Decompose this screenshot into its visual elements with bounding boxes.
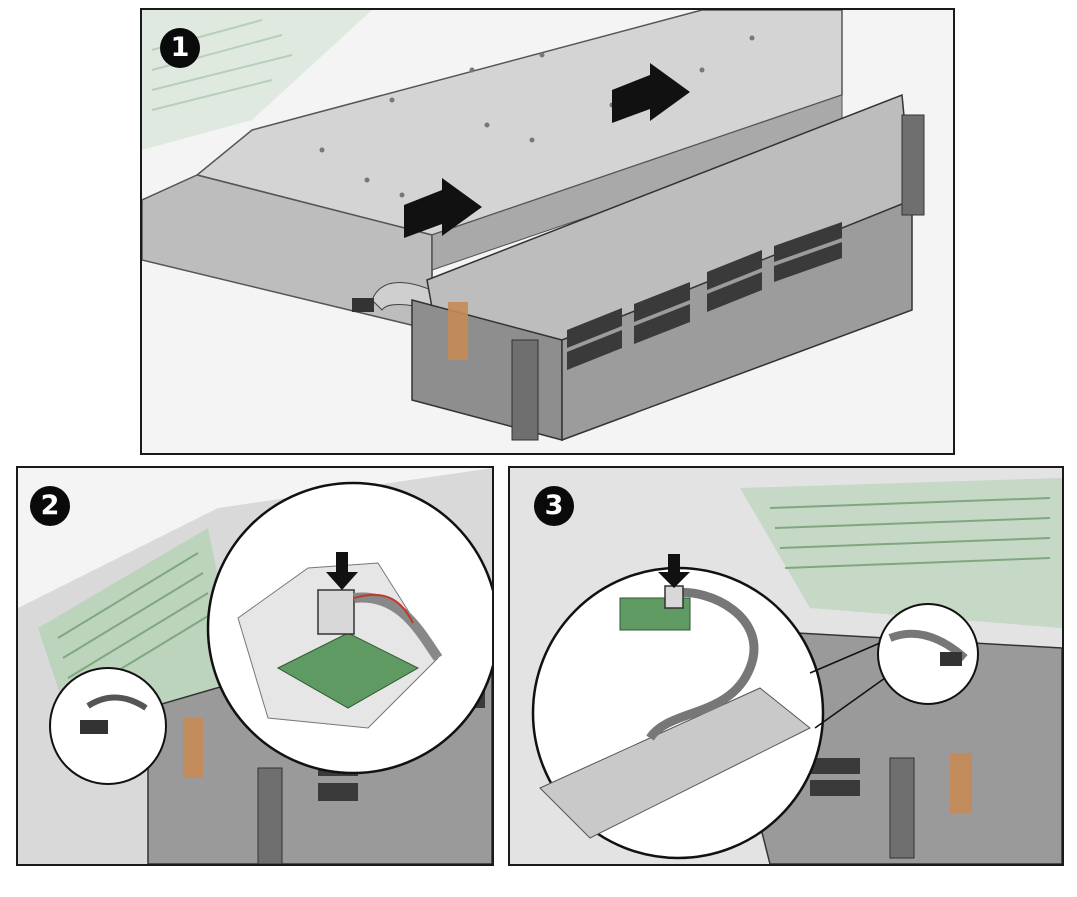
front-handle: [889, 757, 915, 859]
front-handle-right: [901, 114, 925, 216]
motherboard: [740, 478, 1062, 628]
down-arrow: [326, 552, 358, 590]
ribbon-cable-detail: [888, 629, 968, 662]
callout-line-top: [809, 642, 881, 674]
chassis-side-wall: [142, 174, 433, 331]
cable-connector: [352, 298, 374, 312]
step-1-illustration: [142, 10, 925, 442]
ribbon-cable-large: [646, 587, 759, 741]
label-tape: [448, 302, 468, 360]
chassis-edge-detail: [539, 687, 811, 839]
insert-arrow-right: [612, 63, 690, 123]
drive-bays: [567, 222, 842, 370]
cable-plug: [317, 589, 355, 635]
front-handle: [257, 767, 283, 864]
front-handle-left: [511, 339, 539, 441]
ribbon-cable-large: [353, 592, 443, 661]
step-3-illustration: [510, 468, 1062, 864]
step-3-panel: 3: [508, 466, 1064, 866]
step-number-badge-2: 2: [30, 486, 70, 526]
red-wire: [353, 593, 414, 624]
step-2-illustration: [18, 468, 492, 864]
down-arrow: [658, 554, 690, 588]
cable-plug: [664, 585, 684, 609]
step-number-badge-1: 1: [160, 28, 200, 68]
label-tape: [183, 718, 203, 778]
zoom-circle-small: [877, 603, 979, 705]
callout-line-bottom: [814, 677, 886, 729]
label-tape: [950, 753, 972, 813]
drive-bays: [810, 758, 860, 796]
connector-board: [276, 632, 420, 709]
insert-arrow-left: [404, 178, 482, 238]
ribbon-cable-detail: [86, 694, 148, 711]
step-2-panel: 2: [16, 466, 494, 866]
cable-connector-detail: [80, 720, 108, 734]
step-number-badge-3: 3: [534, 486, 574, 526]
step-1-panel: 1: [140, 8, 955, 455]
cable-connector-detail: [940, 652, 962, 666]
